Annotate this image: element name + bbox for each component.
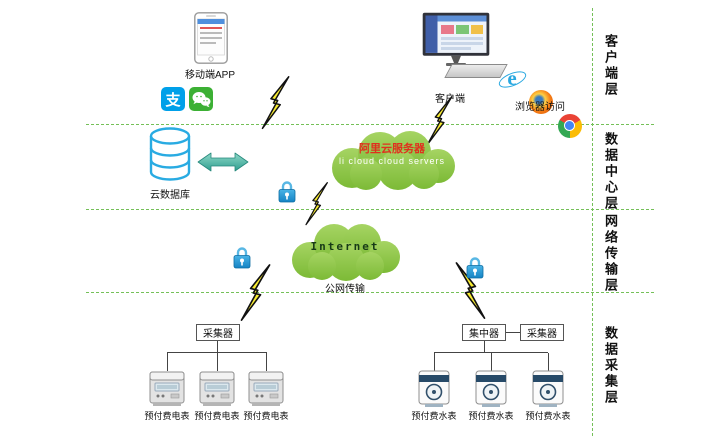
collector-right-box: 采集器 — [520, 324, 564, 341]
connector-line — [548, 353, 549, 371]
mobile-app-label: 移动端APP — [184, 70, 235, 81]
connector-line — [506, 332, 520, 333]
layer-separator-line-3 — [86, 292, 654, 293]
connector-line — [434, 353, 435, 371]
ie-browser-icon: e — [500, 66, 524, 90]
firefox-browser-icon — [529, 90, 553, 114]
electric-meter-icon — [149, 371, 185, 407]
ie-glyph: e — [507, 65, 517, 90]
internet-cloud-icon — [280, 212, 410, 286]
lock-icon-datacenter — [278, 180, 296, 203]
layer-separator-line-2 — [86, 209, 654, 210]
electric-meter-icon — [199, 371, 235, 407]
mobile-phone-icon — [194, 12, 228, 64]
concentrator-box: 集中器 — [462, 324, 506, 341]
aliyun-server-title: 阿里云服务器 — [359, 143, 425, 155]
connector-line — [167, 352, 267, 353]
water-meter-icon — [531, 370, 565, 408]
layer-label-network: 网络传输层 — [603, 214, 618, 294]
cloud-db-label: 云数据库 — [150, 190, 190, 201]
water-meter-label: 预付费水表 — [525, 411, 571, 421]
alipay-glyph: 支 — [165, 91, 181, 109]
lightning-bolt-phone-cloud-icon — [258, 76, 294, 130]
database-icon — [148, 126, 192, 182]
layer-separator-line-1 — [86, 124, 654, 125]
layer-label-acquisition: 数据采集层 — [603, 326, 618, 406]
alipay-icon: 支 — [161, 87, 185, 111]
lightning-bolt-cloud-internet-icon — [302, 182, 332, 226]
connector-line — [434, 352, 548, 353]
browser-access-label: 浏览器访问 — [515, 102, 565, 113]
wechat-icon — [189, 87, 213, 111]
layer-label-datacenter: 数据中心层 — [603, 132, 618, 212]
chrome-browser-icon — [558, 114, 582, 138]
sync-arrow-icon — [197, 150, 249, 174]
desktop-computer-icon — [422, 12, 490, 70]
electric-meter-label: 预付费电表 — [194, 411, 240, 421]
electric-meter-label: 预付费电表 — [243, 411, 289, 421]
layer-label-client: 客户端层 — [603, 34, 618, 98]
keyboard-icon — [444, 64, 508, 78]
water-meter-label: 预付费水表 — [468, 411, 514, 421]
water-meter-icon — [417, 370, 451, 408]
water-meter-icon — [474, 370, 508, 408]
connector-line — [217, 341, 218, 352]
lock-icon-network-right — [466, 256, 484, 279]
connector-line — [167, 353, 168, 371]
internet-label: Internet — [310, 240, 380, 253]
electric-meter-label: 预付费电表 — [144, 411, 190, 421]
connector-line — [484, 341, 485, 352]
lock-icon-network-left — [233, 246, 251, 269]
aliyun-cloud-icon — [318, 122, 466, 194]
lightning-bolt-internet-concentrator-icon — [452, 262, 488, 320]
public-transmission-label: 公网传输 — [325, 284, 365, 295]
aliyun-server-subtitle: li cloud cloud servers — [338, 156, 446, 166]
water-meter-label: 预付费水表 — [411, 411, 457, 421]
layer-label-divider-line — [592, 8, 593, 436]
connector-line — [217, 353, 218, 371]
electric-meter-icon — [248, 371, 284, 407]
lightning-bolt-internet-collector-icon — [238, 264, 274, 322]
connector-line — [491, 353, 492, 371]
connector-line — [266, 353, 267, 371]
collector-left-box: 采集器 — [196, 324, 240, 341]
